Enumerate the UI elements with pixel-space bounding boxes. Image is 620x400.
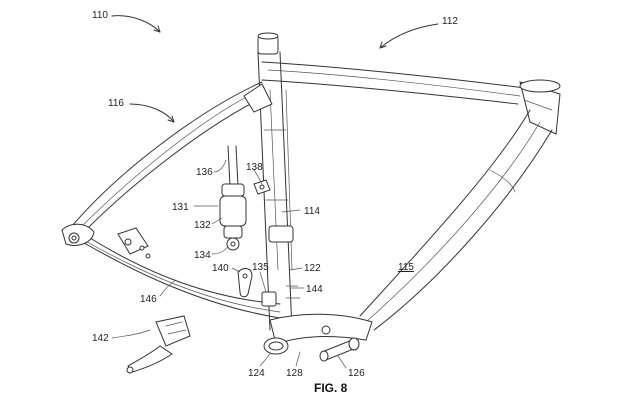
seat-tube-right-edge (279, 51, 293, 331)
label-136: 136 (196, 167, 213, 178)
top-tube-lower-edge (261, 79, 519, 105)
chain-stay (71, 235, 281, 319)
label-144: 144 (306, 284, 323, 295)
label-138: 138 (246, 162, 263, 173)
shock-absorber (219, 145, 247, 251)
label-131: 131 (172, 202, 189, 213)
label-112: 112 (442, 16, 458, 27)
down-tube (359, 109, 531, 317)
label-134: 134 (194, 250, 211, 261)
label-146: 146 (140, 294, 157, 305)
front-derailleur (126, 315, 191, 374)
bicycle-frame (61, 32, 561, 345)
seat-stay-inner (81, 97, 263, 235)
label-116: 116 (108, 98, 124, 109)
label-140: 140 (212, 263, 229, 274)
axle (319, 337, 360, 362)
top-tube (261, 61, 526, 89)
label-142: 142 (92, 333, 109, 344)
figure-caption: FIG. 8 (314, 381, 348, 395)
label-126: 126 (348, 368, 365, 379)
reference-numerals: 110 112 116 136 138 131 132 114 134 140 … (92, 10, 458, 379)
bottom-bracket (269, 313, 373, 345)
pivot-bolt-138 (253, 179, 271, 195)
reference-arrows (111, 15, 439, 123)
label-132: 132 (194, 220, 211, 231)
label-135: 135 (252, 262, 269, 273)
label-124: 124 (248, 368, 265, 379)
label-115: 115 (398, 262, 414, 273)
label-128: 128 (286, 368, 303, 379)
label-110: 110 (92, 10, 108, 21)
leader-lines (111, 159, 347, 369)
label-122: 122 (304, 263, 321, 274)
seat-stay (71, 81, 263, 227)
bottom-bracket-bearing (263, 337, 289, 355)
label-114: 114 (304, 206, 320, 217)
chain-stay-inner (89, 237, 281, 305)
link-140 (237, 268, 253, 298)
down-tube-lower-edge (373, 129, 553, 331)
